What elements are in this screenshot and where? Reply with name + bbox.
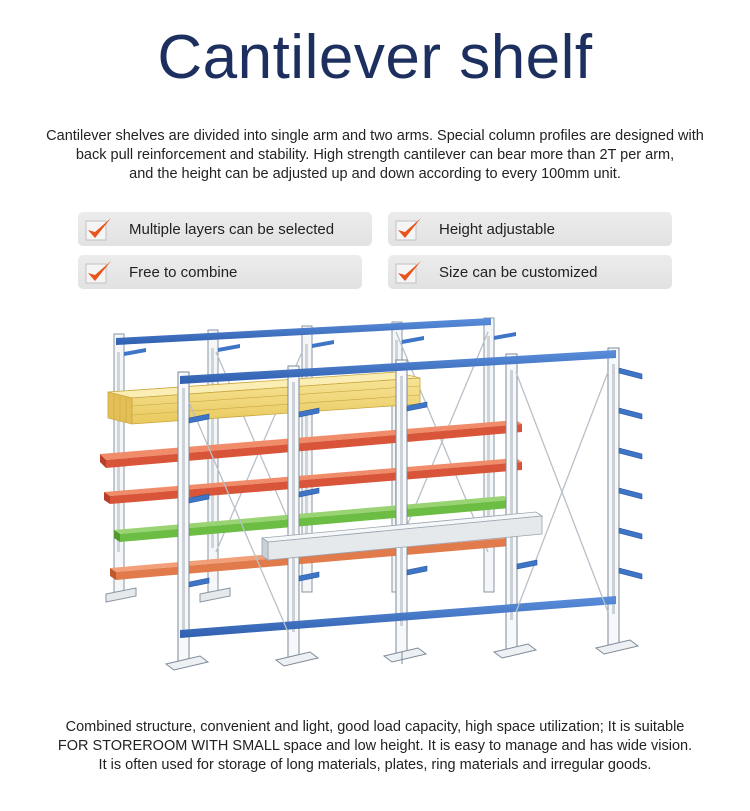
green-steel-bars [114,496,510,542]
outro-paragraph: Combined structure, convenient and light… [20,718,730,775]
red-steel-bars [100,420,522,504]
outro-line: FOR STOREROOM WITH SMALL space and low h… [57,738,693,754]
feature-free-combine: Free to combine [78,255,362,289]
cantilever-rack-illustration [100,317,643,671]
page-title: Cantilever shelf [157,23,593,92]
intro-line: back pull reinforcement and stability. H… [75,147,675,163]
outro-line: Combined structure, convenient and light… [65,719,685,735]
feature-label: Multiple layers can be selected [129,220,335,238]
checkmark-icon [85,218,111,241]
checkmark-icon [395,218,421,241]
checkmark-icon [85,261,111,284]
outro-line: It is often used for storage of long mat… [98,757,652,773]
front-rack [164,347,643,671]
feature-label: Size can be customized [439,263,598,281]
feature-label: Free to combine [129,263,238,281]
feature-multiple-layers: Multiple layers can be selected [78,212,372,246]
checkmark-icon [395,261,421,284]
feature-height-adjustable: Height adjustable [388,212,672,246]
intro-line: and the height can be adjusted up and do… [129,166,621,182]
feature-label: Height adjustable [439,220,555,238]
feature-size-customized: Size can be customized [388,255,672,289]
wood-lumber [107,371,421,425]
intro-line: Cantilever shelves are divided into sing… [46,128,704,144]
intro-paragraph: Cantilever shelves are divided into sing… [20,127,730,184]
